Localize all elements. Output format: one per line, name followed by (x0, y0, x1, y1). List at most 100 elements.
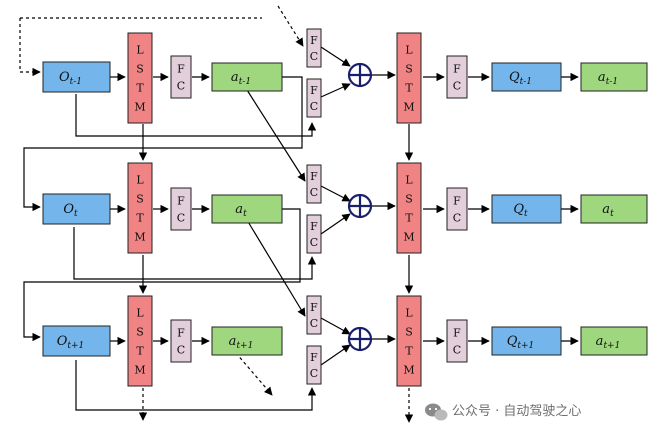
observation-box: Ot+1 (42, 325, 111, 357)
fc-block-right: FC (446, 55, 468, 99)
q-value-box-label: Qt (513, 202, 528, 219)
dashed-input-arrow (19, 18, 41, 77)
lstm-block-left-letter: S (136, 63, 144, 76)
fc-block-left-letter: F (177, 195, 185, 208)
observation-box-label: Ot (63, 202, 78, 219)
fc-input-lower: FC (306, 214, 322, 254)
output-action-box-label: at (602, 202, 614, 219)
q-value-box-label: Qt+1 (507, 334, 535, 351)
lstm-block-right-letter: S (405, 63, 413, 76)
fc-input-lower-letter: C (310, 236, 318, 249)
lstm-block-left-letter: S (136, 326, 144, 339)
lstm-block-right-letter: M (403, 364, 414, 377)
q-value-box: Qt-1 (491, 62, 562, 92)
lstm-block-right-letter: T (405, 212, 413, 225)
output-action-box: at+1 (580, 326, 648, 356)
lstm-block-left-letter: L (136, 44, 144, 57)
sum-node-icon (347, 326, 373, 352)
lstm-block-left-letter: L (136, 174, 144, 187)
sum-node-icon (347, 62, 373, 88)
action-box: at (211, 194, 283, 224)
fc-input-upper-letter: F (310, 34, 318, 47)
output-action-box-label: at-1 (598, 70, 618, 87)
observation-box-label: Ot-1 (59, 70, 82, 87)
fc-input-lower-letter: C (310, 100, 318, 113)
lstm-block-left-letter: T (136, 345, 144, 358)
dashed-outgoing-arrow (235, 352, 273, 396)
observation-box: Ot (42, 193, 111, 225)
lstm-block-left-letter: M (134, 364, 145, 377)
q-value-box: Qt+1 (491, 326, 562, 356)
watermark: 公众号 · 自动驾驶之心 (425, 403, 581, 421)
lstm-block-right-letter: M (403, 101, 414, 114)
lstm-block-left-letter: M (134, 231, 145, 244)
fc-input-lower: FC (306, 345, 322, 385)
lstm-block-right-letter: L (405, 307, 413, 320)
fc-block-left-letter: F (177, 63, 185, 76)
lstm-block-right-letter: S (405, 193, 413, 206)
output-action-box: at (580, 194, 648, 224)
lstm-block-left-letter: L (136, 307, 144, 320)
fc-block-right: FC (446, 187, 468, 231)
q-value-box-label: Qt-1 (509, 70, 532, 87)
lstm-block-left-letter: M (134, 101, 145, 114)
observation-box: Ot-1 (42, 61, 111, 93)
action-box-label: at-1 (231, 70, 251, 87)
wechat-logo-icon (425, 403, 448, 421)
fc-block-left: FC (170, 187, 192, 231)
lstm-block-right-letter: L (405, 44, 413, 57)
fc-block-right-letter: C (453, 80, 461, 93)
lstm-block-left-letter: T (136, 82, 144, 95)
fc-input-upper-letter: F (310, 170, 318, 183)
dashed-incoming-arrow (277, 5, 304, 47)
fc-input-upper: FC (306, 28, 322, 68)
fc-input-upper-letter: C (310, 317, 318, 330)
fc-block-left: FC (170, 319, 192, 363)
fc-block-left-letter: C (177, 344, 185, 357)
lstm-block-right-letter: L (405, 174, 413, 187)
action-box: at+1 (211, 326, 283, 356)
fc-block-right-letter: C (453, 212, 461, 225)
fc-input-lower-letter: F (310, 351, 318, 364)
fc-block-right-letter: F (453, 195, 461, 208)
fc-input-lower-letter: F (310, 220, 318, 233)
fc-block-right: FC (446, 319, 468, 363)
lstm-block-left-letter: T (136, 212, 144, 225)
observation-box-label: Ot+1 (57, 334, 85, 351)
fc-input-upper: FC (306, 295, 322, 335)
sum-node-icon (347, 193, 373, 219)
fc-block-right-letter: C (453, 344, 461, 357)
action-box: at-1 (211, 62, 283, 92)
lstm-block-right-letter: T (405, 82, 413, 95)
action-box-label: at (235, 202, 247, 219)
fc-input-upper-letter: F (310, 301, 318, 314)
fc-input-lower: FC (306, 78, 322, 118)
lstm-block-right-letter: M (403, 231, 414, 244)
fc-block-left-letter: C (177, 212, 185, 225)
fc-input-lower-letter: C (310, 367, 318, 380)
connector-lines (19, 5, 579, 423)
fc-input-upper-letter: C (310, 50, 318, 63)
watermark-text: 公众号 · 自动驾驶之心 (452, 404, 581, 419)
fc-block-right-letter: F (453, 63, 461, 76)
fc-input-upper: FC (306, 164, 322, 204)
fc-block-right-letter: F (453, 327, 461, 340)
fc-block-left-letter: C (177, 80, 185, 93)
fc-block-left-letter: F (177, 327, 185, 340)
lstm-block-right-letter: S (405, 326, 413, 339)
fc-block-left: FC (170, 55, 192, 99)
lstm-block-right-letter: T (405, 345, 413, 358)
action-box-label: at+1 (229, 334, 254, 351)
